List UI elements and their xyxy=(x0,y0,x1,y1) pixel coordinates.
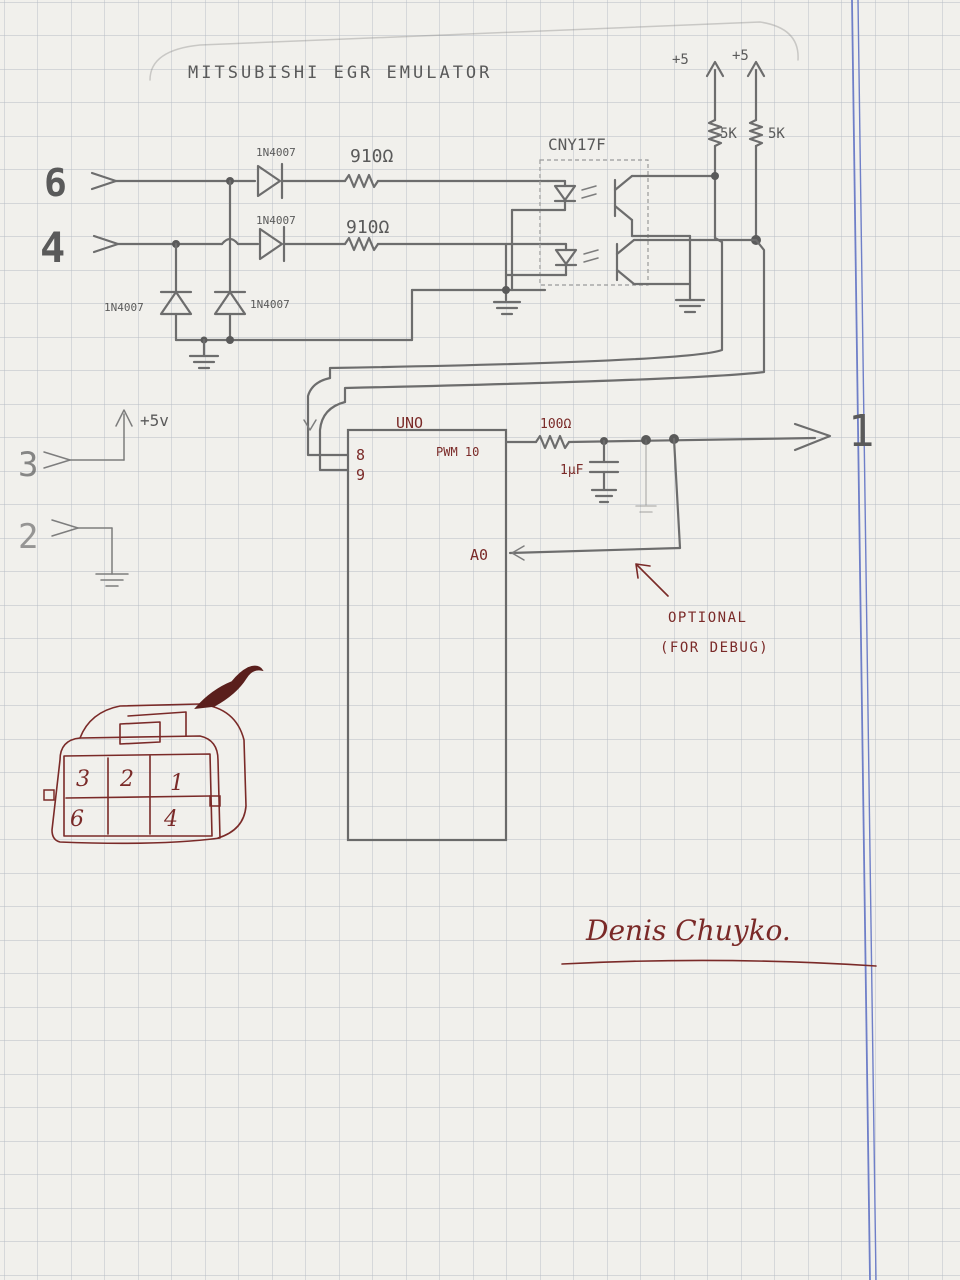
pwm-res-label: 100Ω xyxy=(540,417,571,432)
diode-right-label: 1N4007 xyxy=(250,298,290,311)
signature-underline xyxy=(561,959,877,967)
protection-diodes xyxy=(159,179,547,370)
opto-channel-2 xyxy=(504,234,706,314)
pwm-output-filter xyxy=(504,422,832,561)
diagram-title: MITSUBISHI EGR EMULATOR xyxy=(188,63,492,83)
pin-1-label: 1 xyxy=(848,406,875,457)
vcc-2-label: +5 xyxy=(732,48,749,64)
uno-pwm-pin: PWM 10 xyxy=(436,445,479,459)
connector-pin-6: 6 xyxy=(70,807,84,832)
uno-input-wires xyxy=(303,376,350,472)
signature: Denis Chuyko. xyxy=(585,914,791,947)
note-line-1: OPTIONAL xyxy=(668,610,747,626)
pullup-1-label: 5K xyxy=(720,126,737,142)
opto-label: CNY17F xyxy=(548,135,606,154)
opto-ground-left xyxy=(492,242,522,316)
pullup-network xyxy=(328,60,766,404)
diode-top-label: 1N4007 xyxy=(256,146,296,159)
note-arrow xyxy=(635,563,669,597)
uno-pin-8: 8 xyxy=(356,446,365,464)
res-top-label: 910Ω xyxy=(350,146,394,167)
res-mid-label: 910Ω xyxy=(346,217,390,238)
connector-pin-1: 1 xyxy=(170,771,184,796)
connector-sketch xyxy=(43,665,264,845)
connector-pin-3: 3 xyxy=(76,767,90,792)
uno-pin-9: 9 xyxy=(356,466,365,484)
diode-left-label: 1N4007 xyxy=(104,301,144,314)
pin-3-label: 3 xyxy=(18,445,38,485)
pin-4-label: 4 xyxy=(40,223,65,272)
opto-channel-1 xyxy=(510,174,717,292)
diode-mid-label: 1N4007 xyxy=(256,214,296,227)
pin-2-label: 2 xyxy=(18,517,38,557)
pullup-2-label: 5K xyxy=(768,126,785,142)
uno-a0-pin: A0 xyxy=(470,546,488,564)
faint-outline xyxy=(149,21,799,81)
pin-3-vcc-label: +5v xyxy=(140,411,169,430)
pin-3-supply xyxy=(43,409,133,469)
note-line-2: (FOR DEBUG) xyxy=(660,640,769,656)
middle-signal-path xyxy=(116,225,550,263)
margin-line-1 xyxy=(851,0,871,1280)
opto-package-outline xyxy=(539,159,649,286)
top-signal-path xyxy=(114,162,550,200)
pin-2-ground xyxy=(51,519,129,587)
vcc-1-label: +5 xyxy=(672,52,689,68)
uno-board xyxy=(346,428,508,842)
pin-6-label: 6 xyxy=(44,161,67,205)
cap-label: 1μF xyxy=(560,463,584,478)
uno-label: UNO xyxy=(396,414,423,432)
connector-pin-4: 4 xyxy=(163,807,178,832)
connector-pin-2: 2 xyxy=(119,767,134,792)
margin-line-2 xyxy=(857,0,877,1280)
